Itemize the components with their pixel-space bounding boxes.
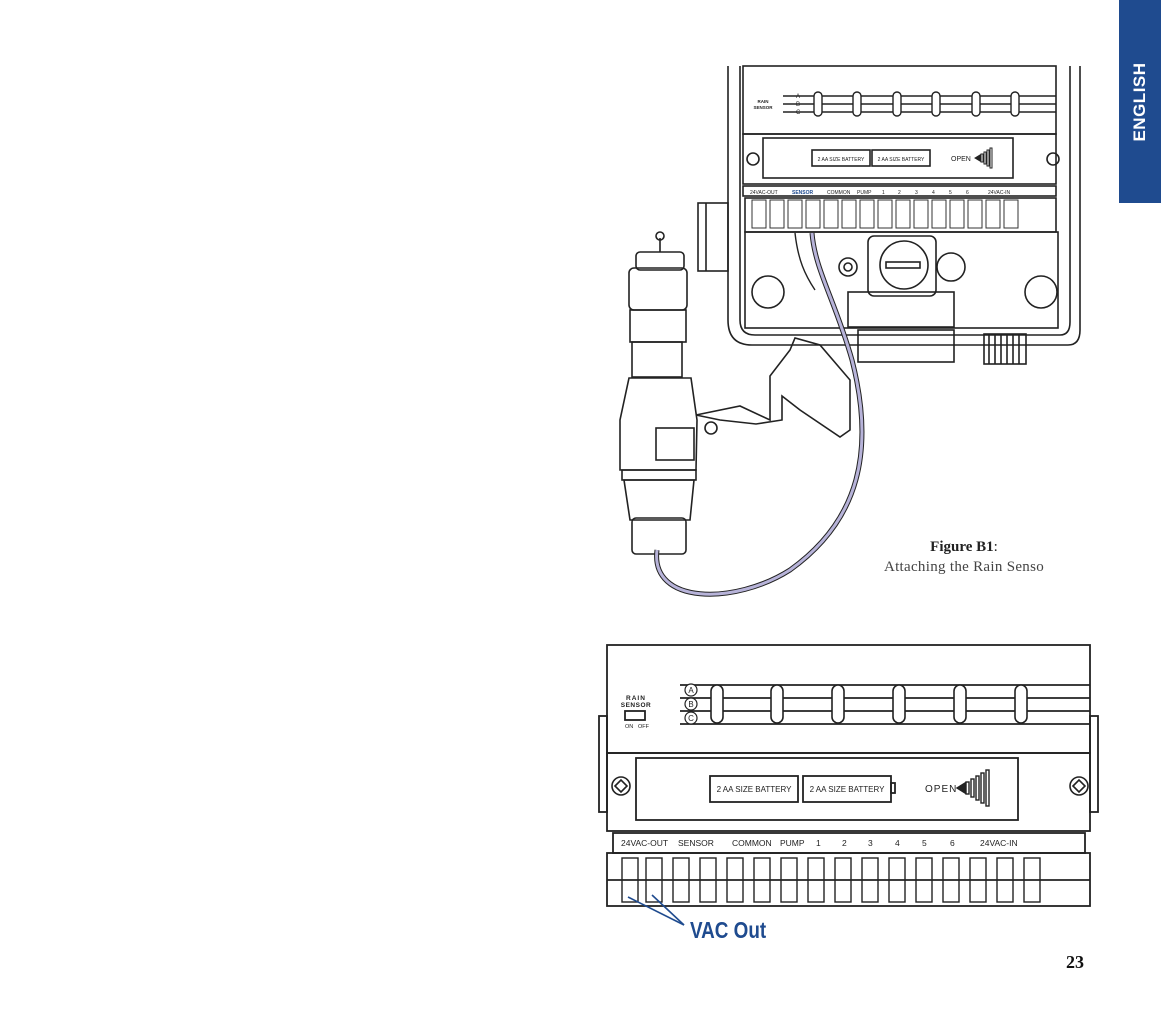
b1-battery-1: 2 AA SIZE BATTERY — [818, 157, 865, 163]
bottom-controller-drawing — [599, 645, 1098, 906]
figure-b1-terminal-strip — [752, 200, 1018, 228]
terminal-3: 3 — [868, 838, 873, 848]
b1-terminal-common: COMMON — [827, 190, 851, 196]
terminal-5: 5 — [922, 838, 927, 848]
figure-b1-open-arrow-icon — [975, 148, 992, 168]
b1-terminal-24vac-in: 24VAC-IN — [988, 190, 1011, 196]
vac-out-callout-lines — [628, 895, 684, 925]
battery-label-2: 2 AA SIZE BATTERY — [810, 785, 886, 794]
b1-terminal-sensor: SENSOR — [792, 190, 814, 196]
figure-b1-caption: Figure B1: Attaching the Rain Senso — [862, 537, 1066, 577]
b1-battery-2: 2 AA SIZE BATTERY — [878, 157, 925, 163]
b1-terminal-24vac-out: 24VAC-OUT — [750, 190, 778, 196]
bottom-knobs — [711, 685, 1027, 723]
terminal-2: 2 — [842, 838, 847, 848]
terminal-common: COMMON — [732, 838, 772, 848]
b1-terminal-2: 2 — [898, 190, 901, 196]
b1-open-label: OPEN — [951, 156, 971, 163]
rain-label: RAIN — [626, 695, 646, 702]
figure-b1-subtitle: Attaching the Rain Senso — [862, 557, 1066, 577]
figure-b1-title: Figure B1 — [930, 539, 993, 555]
row-a-label: A — [688, 686, 694, 695]
b1-rain-label: RAIN — [758, 99, 769, 104]
row-c-label: C — [688, 714, 694, 723]
open-label: OPEN — [925, 784, 957, 795]
off-label: OFF — [638, 724, 650, 730]
terminal-4: 4 — [895, 838, 900, 848]
open-arrow-icon — [957, 770, 989, 806]
on-label: ON — [625, 724, 633, 730]
b1-row-a: A — [796, 94, 800, 100]
figure-b1-drawing — [620, 66, 1080, 554]
vac-out-label: VAC Out — [690, 917, 766, 944]
row-b-label: B — [688, 700, 693, 709]
figure-b1-title-colon: : — [994, 539, 998, 555]
terminal-24vac-out: 24VAC-OUT — [621, 838, 668, 848]
b1-row-b: B — [796, 102, 800, 108]
page-number: 23 — [1066, 952, 1084, 973]
b1-terminal-4: 4 — [932, 190, 935, 196]
terminal-pump: PUMP — [780, 838, 805, 848]
sensor-label: SENSOR — [621, 702, 651, 709]
b1-row-c: C — [796, 110, 801, 116]
terminal-24vac-in: 24VAC-IN — [980, 838, 1018, 848]
terminal-sensor: SENSOR — [678, 838, 714, 848]
b1-terminal-1: 1 — [882, 190, 885, 196]
b1-sensor-label: SENSOR — [753, 105, 773, 110]
b1-terminal-pump: PUMP — [857, 190, 872, 196]
terminal-1: 1 — [816, 838, 821, 848]
battery-label-1: 2 AA SIZE BATTERY — [717, 785, 793, 794]
b1-terminal-3: 3 — [915, 190, 918, 196]
b1-terminal-5: 5 — [949, 190, 952, 196]
terminal-6: 6 — [950, 838, 955, 848]
b1-terminal-6: 6 — [966, 190, 969, 196]
